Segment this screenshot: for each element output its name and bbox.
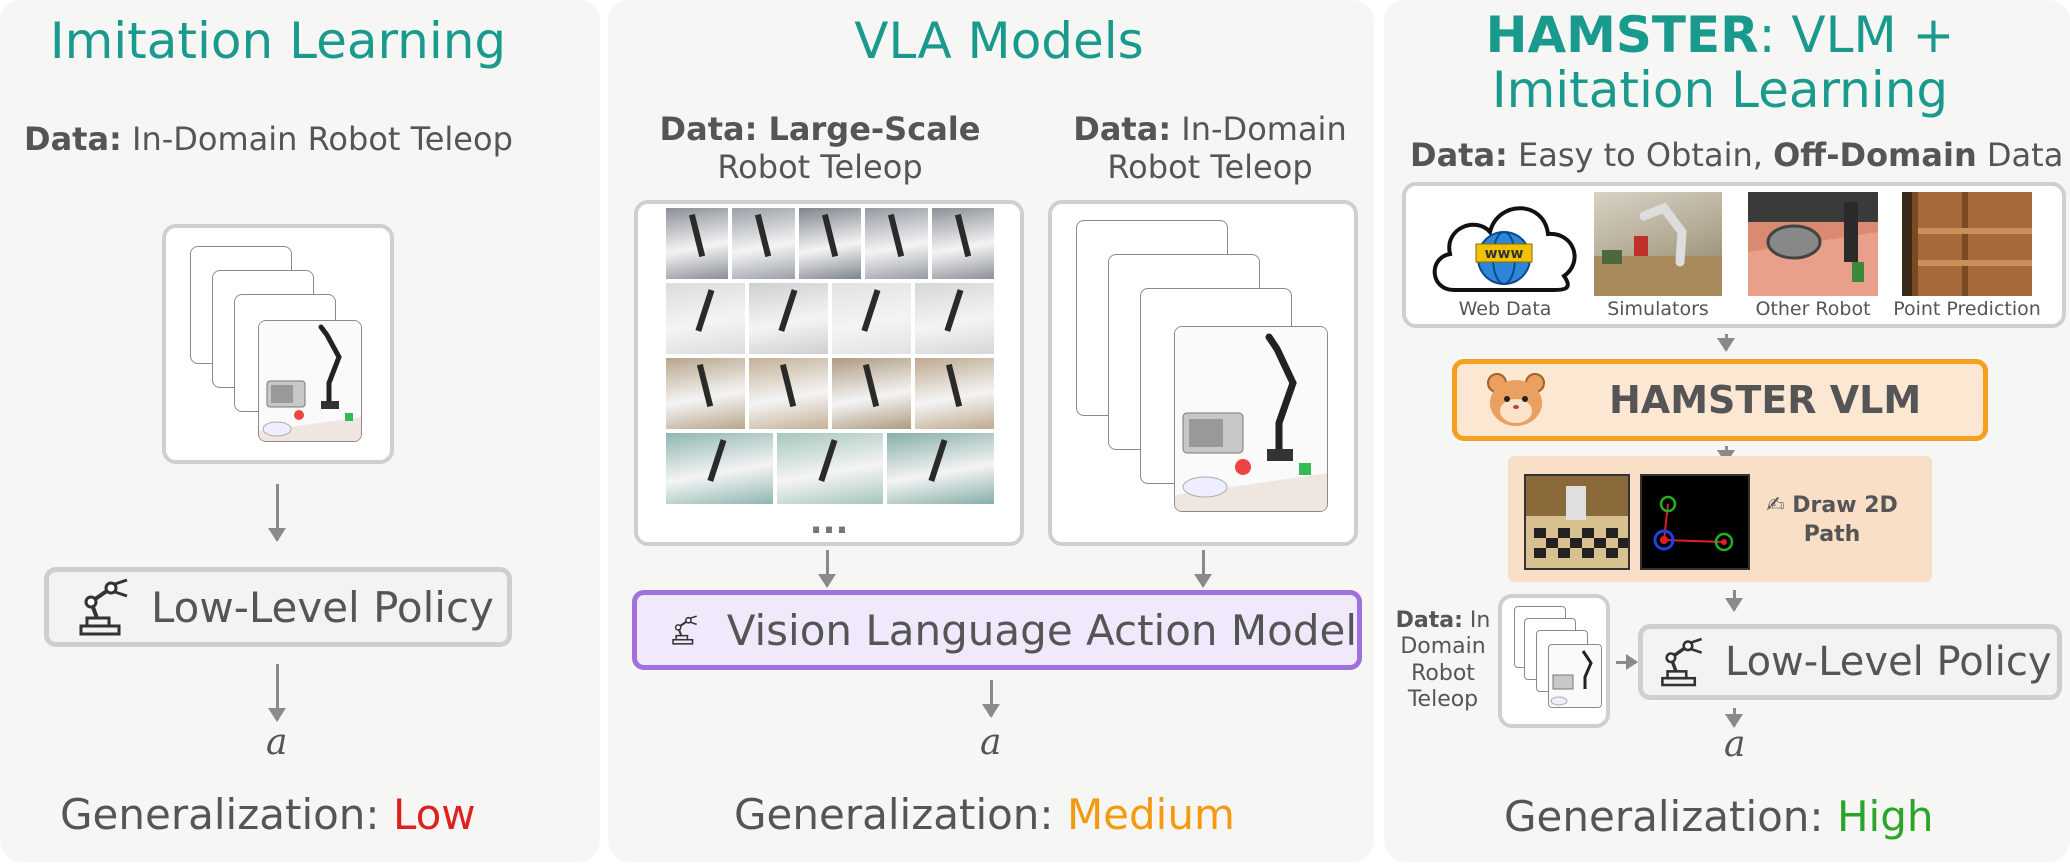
robot-arm-icon (1661, 637, 1702, 687)
simulator-image (1594, 192, 1722, 296)
point-prediction-image (1902, 192, 2032, 296)
in-domain-teleop-card (1498, 594, 1610, 728)
robot-arm-shape (928, 439, 948, 482)
generalization-value: High (1836, 792, 1934, 841)
dataset-tile-image (865, 208, 928, 279)
generalization-rating: Generalization: Medium (734, 790, 1235, 839)
dataset-tile-image (666, 283, 745, 354)
path-prediction-image (1640, 474, 1750, 570)
panel-title: Imitation Learning (49, 12, 507, 70)
dataset-tile-image (749, 358, 828, 429)
robot-arm-shape (695, 289, 714, 332)
data-description-in-domain: Data: In-Domain Robot Teleop (1073, 110, 1347, 187)
source-caption: Point Prediction (1893, 298, 2041, 320)
dataset-tile-image (832, 283, 911, 354)
chess-scene-image (1524, 474, 1630, 570)
arrow-down (268, 664, 286, 722)
generalization-value: Medium (1066, 790, 1235, 839)
data-description-large-scale: Data: Large-Scale Robot Teleop (659, 110, 981, 187)
path-drawing-box: ✍ Draw 2D Path (1508, 456, 1932, 582)
model-label: Vision Language Action Model (726, 605, 1357, 655)
dataset-tile-image (666, 358, 745, 429)
dataset-tile-image (931, 208, 994, 279)
other-robot-image (1748, 192, 1878, 296)
robot-arm-icon (79, 578, 128, 636)
panel-imitation-learning: Imitation Learning Data: In-Domain Robot… (0, 0, 600, 862)
draw-path-label: ✍ Draw 2D Path (1766, 493, 1898, 547)
off-domain-data-card: www (1402, 182, 2066, 328)
robot-arm-scene-image (1548, 644, 1602, 708)
robot-arm-shape (861, 289, 880, 332)
low-level-policy-box: Low-Level Policy (1638, 624, 2062, 700)
action-symbol: a (266, 722, 288, 763)
robot-arm-shape (821, 213, 838, 257)
arrow-down (818, 550, 836, 588)
robot-arm-shape (888, 213, 905, 257)
robot-arm-shape (818, 439, 838, 482)
panel-hamster: HAMSTER: VLM + Imitation Learning Data: … (1384, 0, 2070, 862)
dataset-tile-image (887, 433, 994, 504)
dataset-tile-image (798, 208, 862, 279)
dataset-image-grid (666, 208, 994, 510)
policy-label: Low-Level Policy (1725, 639, 2052, 685)
robot-arm-scene-image (258, 320, 362, 442)
panel-vla-models: VLA Models Data: Large-Scale Robot Teleo… (608, 0, 1374, 862)
panel-title: VLA Models (854, 12, 1144, 70)
hamster-icon (1487, 373, 1545, 426)
in-domain-data-label: Data: In Domain Robot Teleop (1395, 608, 1491, 713)
robot-arm-shape (945, 363, 962, 407)
generalization-value: Low (392, 790, 476, 839)
web-cloud-icon: www (1432, 206, 1577, 292)
large-scale-dataset-card: ... (634, 200, 1024, 546)
robot-arm-shape (755, 213, 772, 257)
arrow-right (1616, 654, 1638, 670)
teleop-demo-card (162, 224, 394, 464)
arrow-down (982, 680, 1000, 718)
source-caption: Simulators (1607, 298, 1709, 320)
policy-label: Low-Level Policy (151, 582, 494, 632)
panel-title: HAMSTER: VLM + Imitation Learning (1485, 6, 1955, 119)
hamster-vlm-box: HAMSTER VLM (1452, 359, 1988, 441)
source-caption: Web Data (1458, 298, 1552, 320)
action-symbol: a (1724, 724, 1746, 765)
data-description: Data: Easy to Obtain, Off-Domain Data (1410, 136, 2064, 174)
generalization-rating: Generalization: Low (60, 790, 476, 839)
vla-model-box: Vision Language Action Model (632, 590, 1362, 670)
generalization-rating: Generalization: High (1504, 792, 1934, 841)
arrow-down (1725, 708, 1743, 728)
arrow-down (268, 484, 286, 542)
dataset-tile-image (915, 283, 994, 354)
robot-arm-shape (778, 289, 797, 332)
dataset-tile-image (776, 433, 884, 504)
robot-arm-shape (862, 363, 879, 407)
ellipsis: ... (809, 502, 849, 542)
robot-arm-shape (954, 213, 971, 257)
arrow-down (1717, 334, 1735, 352)
dataset-tile-image (666, 433, 773, 504)
robot-arm-scene-image (1174, 326, 1328, 512)
in-domain-dataset-card (1048, 200, 1358, 546)
robot-arm-icon (672, 615, 697, 645)
robot-arm-shape (696, 363, 713, 407)
dataset-tile-image (915, 358, 994, 429)
dataset-tile-image (666, 208, 729, 279)
dataset-tile-image (732, 208, 795, 279)
robot-arm-shape (944, 289, 963, 332)
source-caption: Other Robot (1755, 298, 1871, 320)
robot-arm-shape (779, 363, 796, 407)
robot-arm-shape (707, 439, 727, 482)
robot-arm-shape (689, 213, 706, 257)
action-symbol: a (980, 722, 1002, 763)
dataset-tile-image (832, 358, 911, 429)
arrow-down (1725, 590, 1743, 612)
low-level-policy-box: Low-Level Policy (44, 567, 512, 647)
vlm-label: HAMSTER VLM (1609, 378, 1922, 422)
arrow-down (1194, 550, 1212, 588)
dataset-tile-image (749, 283, 828, 354)
web-text: www (1485, 246, 1524, 262)
data-description: Data: In-Domain Robot Teleop (24, 120, 513, 158)
